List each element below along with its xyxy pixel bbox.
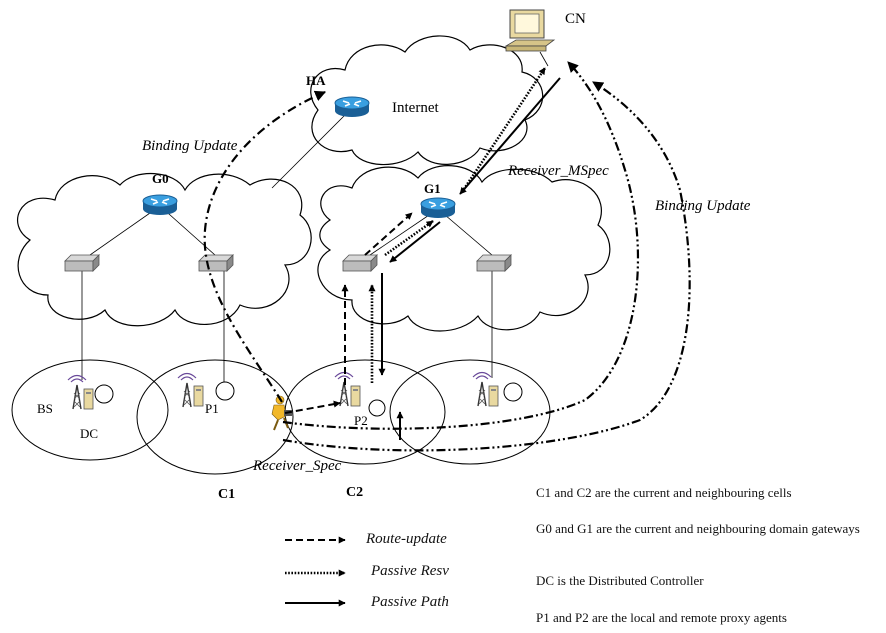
domain-cloud-g0 xyxy=(17,173,312,327)
proxy-icon xyxy=(368,399,386,417)
binding-update-ha-arrow xyxy=(203,90,327,403)
switch-icon xyxy=(342,254,378,272)
g1-router-icon xyxy=(420,197,456,219)
receiver-spec-label: Receiver_Spec xyxy=(252,458,342,474)
receiver-mspec-label: Receiver_MSpec xyxy=(507,163,609,179)
note-controller: DC is the Distributed Controller xyxy=(536,573,704,588)
antenna-icon xyxy=(177,372,197,408)
ha-router-icon xyxy=(334,96,370,118)
note-cells: C1 and C2 are the current and neighbouri… xyxy=(536,485,792,500)
server-icon xyxy=(83,388,94,410)
legend-passive-resv-label: Passive Resv xyxy=(371,563,449,579)
proxy-icon xyxy=(503,382,523,402)
computer-icon xyxy=(504,9,556,52)
antenna-icon xyxy=(67,374,87,410)
cn-label: CN xyxy=(565,11,586,27)
bs-label: BS xyxy=(37,401,53,416)
route-update-arrows xyxy=(284,212,413,414)
note-proxies: P1 and P2 are the local and remote proxy… xyxy=(536,610,787,625)
c1-label: C1 xyxy=(218,487,235,502)
passive-resv-arrows xyxy=(368,67,547,383)
note-gateways: G0 and G1 are the current and neighbouri… xyxy=(536,521,860,536)
switch-icon xyxy=(198,254,234,272)
binding-update-left-label: Binding Update xyxy=(142,138,238,154)
antenna-icon xyxy=(472,371,492,407)
g1-label: G1 xyxy=(424,181,441,196)
server-icon xyxy=(488,385,499,407)
cell-c1 xyxy=(136,359,294,475)
internet-label: Internet xyxy=(392,100,439,116)
proxy-icon xyxy=(94,384,114,404)
internet-cloud xyxy=(310,35,544,166)
cell-right xyxy=(389,359,551,465)
server-icon xyxy=(193,385,204,407)
p1-label: P1 xyxy=(205,401,219,416)
switch-icon xyxy=(64,254,100,272)
binding-update-cn-arrow xyxy=(282,81,691,452)
passive-path-arrows xyxy=(378,77,561,440)
legend-samples xyxy=(285,536,346,607)
c2-label: C2 xyxy=(346,485,363,500)
cell-dc xyxy=(11,359,169,461)
legend-route-update-label: Route-update xyxy=(366,531,447,547)
g0-router-icon xyxy=(142,194,178,216)
server-icon xyxy=(350,385,361,407)
binding-update-right-label: Binding Update xyxy=(655,198,751,214)
cell-c2 xyxy=(284,359,446,465)
g0-label: G0 xyxy=(152,171,169,186)
switch-icon xyxy=(476,254,512,272)
domain-cloud-g1 xyxy=(317,165,611,332)
p2-label: P2 xyxy=(354,413,368,428)
binding-update-cn-arrow xyxy=(282,61,640,430)
ha-label: HA xyxy=(306,73,326,88)
links xyxy=(81,51,549,382)
antenna-icon xyxy=(334,371,354,407)
legend-passive-path-label: Passive Path xyxy=(371,594,449,610)
proxy-icon xyxy=(215,381,235,401)
dc-label: DC xyxy=(80,426,98,441)
